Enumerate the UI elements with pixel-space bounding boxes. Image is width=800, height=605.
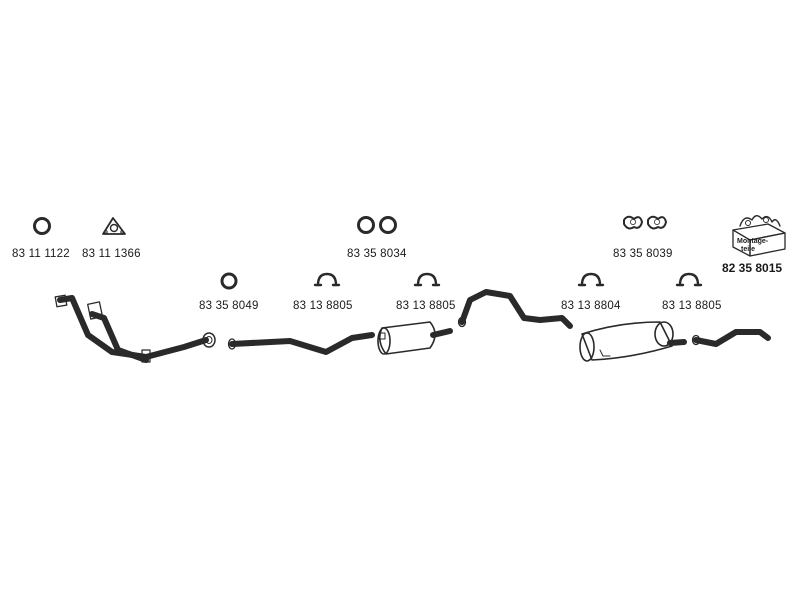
part-number-clamp-3: 83 13 8804 bbox=[561, 300, 621, 312]
part-number-rubber-mounts: 83 35 8039 bbox=[613, 248, 673, 260]
clamp-icon bbox=[313, 272, 341, 287]
part-number-ring-pair: 83 35 8034 bbox=[347, 248, 407, 260]
kit-box-label-line-1: Montage- bbox=[737, 238, 769, 245]
rubber-mount-icon bbox=[623, 215, 667, 230]
mounting-kit-box-icon bbox=[732, 215, 786, 257]
connecting-pipe-icon bbox=[457, 289, 573, 329]
tail-pipe-icon bbox=[691, 329, 771, 347]
center-silencer-icon bbox=[377, 321, 453, 355]
pipe-ring-icon bbox=[220, 272, 238, 290]
flange-gasket-icon bbox=[102, 217, 126, 235]
part-number-pipe-ring: 83 35 8049 bbox=[199, 300, 259, 312]
part-number-mounting-kit: 82 35 8015 bbox=[722, 261, 782, 275]
kit-box-label-line-2: teile bbox=[741, 246, 755, 253]
front-manifold-pipe-icon bbox=[54, 294, 216, 363]
ring-pair-icon bbox=[357, 216, 397, 234]
clamp-icon bbox=[675, 272, 703, 287]
clamp-icon bbox=[577, 272, 605, 287]
part-number-clamp-1: 83 13 8805 bbox=[293, 300, 353, 312]
part-number-clamp-2: 83 13 8805 bbox=[396, 300, 456, 312]
part-number-gasket-ring: 83 11 1122 bbox=[12, 248, 70, 260]
gasket-ring-icon bbox=[33, 217, 51, 235]
clamp-icon bbox=[413, 272, 441, 287]
part-number-clamp-4: 83 13 8805 bbox=[662, 300, 722, 312]
part-number-flange-gasket: 83 11 1366 bbox=[82, 248, 141, 260]
rear-silencer-icon bbox=[579, 321, 687, 362]
intermediate-pipe-icon bbox=[227, 332, 375, 355]
